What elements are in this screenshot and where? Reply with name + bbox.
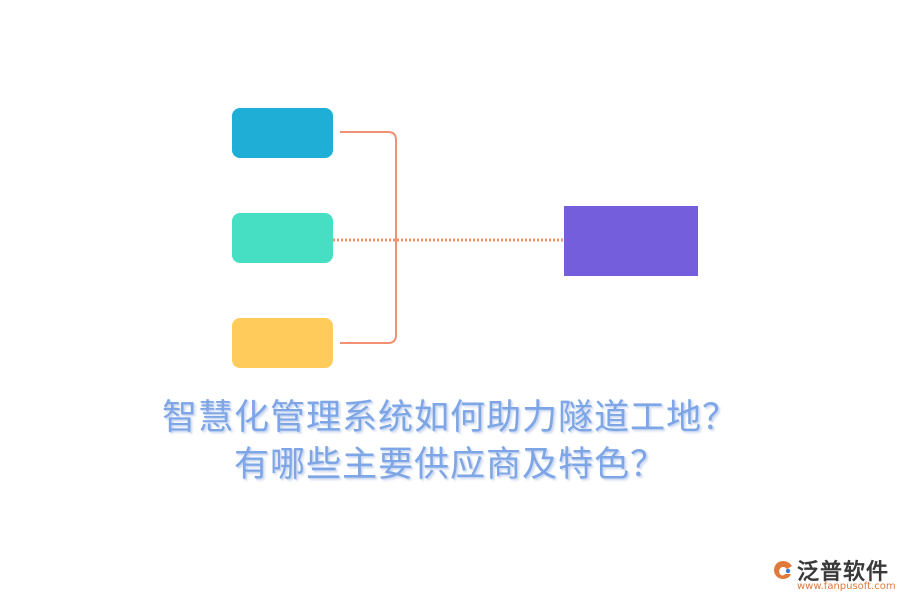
bracket-connector [340,131,397,344]
node-box-teal [232,213,333,263]
brand-logo: 泛普软件 www.fanpusoft.com [770,553,896,597]
target-box-purple [564,206,698,276]
fanpu-logo-icon [774,561,792,579]
node-box-blue [232,108,333,158]
node-box-yellow [232,318,333,368]
title-line-2: 有哪些主要供应商及特色？ [233,445,666,485]
logo-url: www.fanpusoft.com [797,581,896,592]
logo-name: 泛普软件 [797,560,890,585]
title-line-1: 智慧化管理系统如何助力隧道工地？ [161,398,738,438]
